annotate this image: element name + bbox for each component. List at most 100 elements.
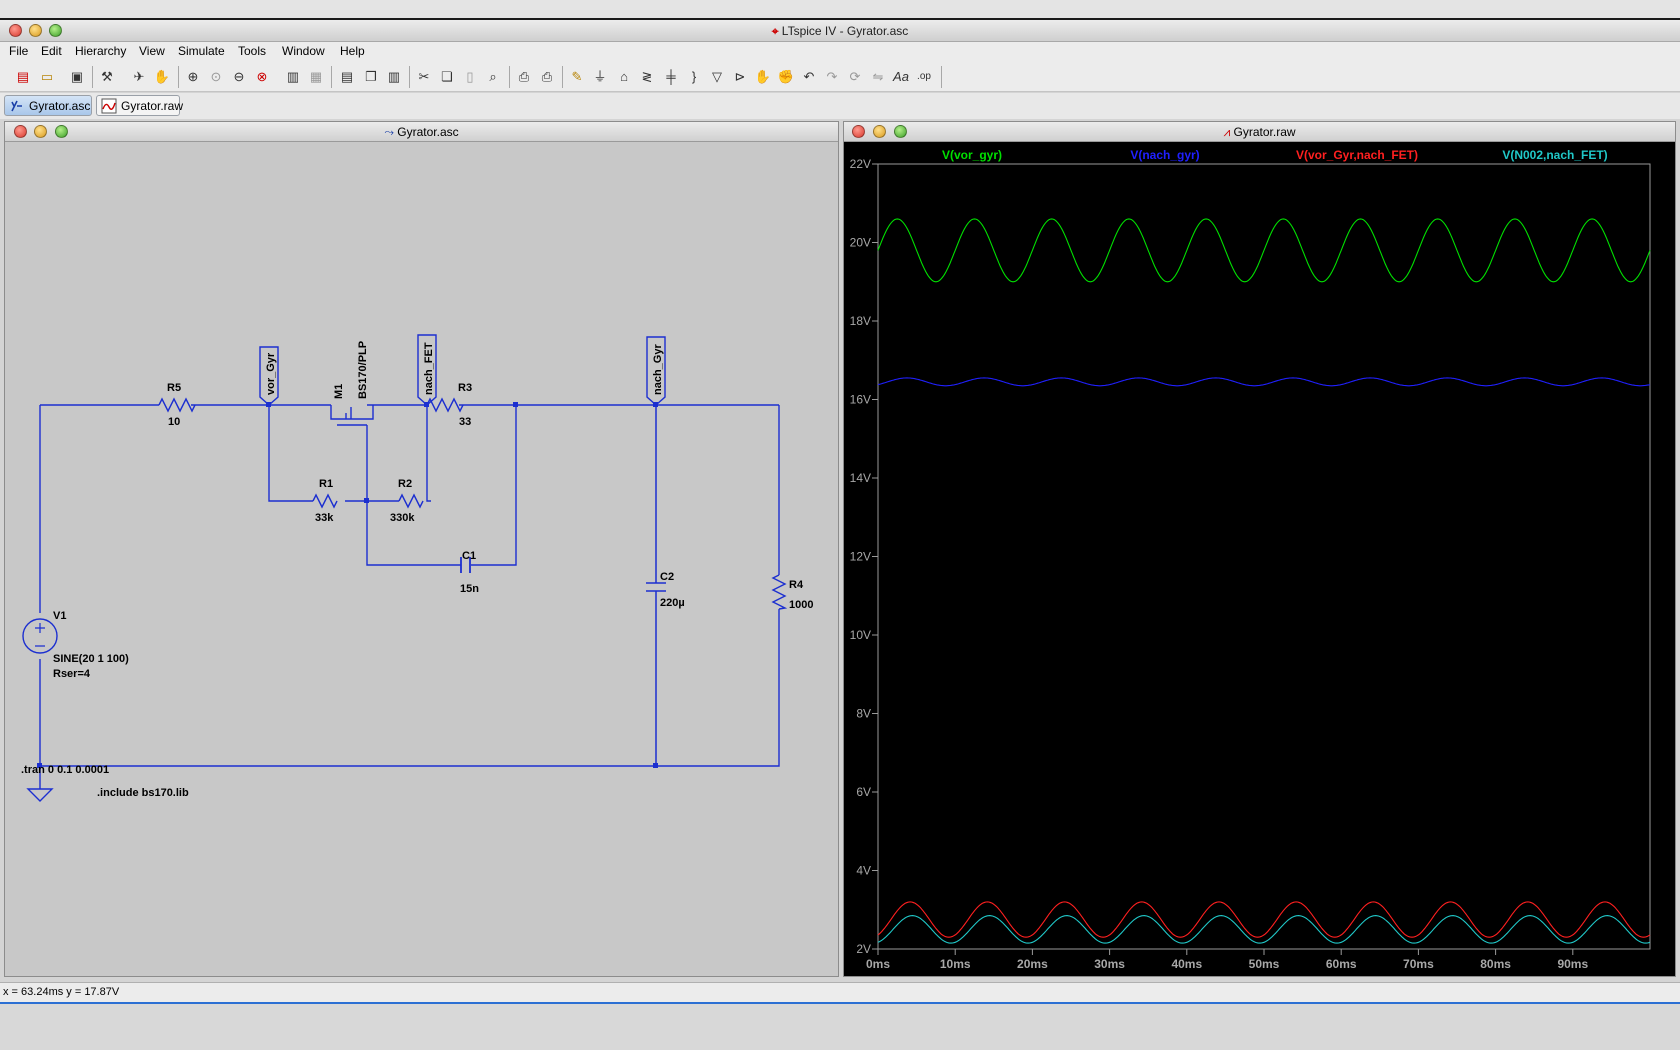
y-tick-label: 2V [856, 942, 871, 956]
redo-icon[interactable]: ↷ [826, 69, 838, 84]
print-setup-icon[interactable]: ⎙ [518, 69, 530, 84]
paste-icon[interactable]: ▯ [466, 69, 474, 84]
drag-icon[interactable]: ✊ [777, 69, 795, 84]
tile-vertical-icon[interactable]: ▥ [387, 69, 401, 84]
capacitor-icon[interactable]: ╪ [666, 69, 676, 84]
tran-directive[interactable]: .tran 0 0.1 0.0001 [21, 764, 109, 776]
net-flag-nach-fet[interactable] [417, 334, 437, 406]
draw-wire-icon[interactable]: ✎ [571, 69, 583, 84]
menu-view[interactable]: View [139, 44, 165, 58]
zoom-fit-icon[interactable]: ⊗ [256, 69, 268, 84]
resistor-icon[interactable]: ≷ [641, 69, 653, 84]
resistor-r2-symbol[interactable] [367, 405, 431, 509]
x-tick-label: 90ms [1557, 957, 1588, 971]
print-icon[interactable]: ⎙ [541, 69, 553, 84]
resistor-r4-symbol[interactable] [771, 574, 788, 610]
menu-help[interactable]: Help [340, 44, 365, 58]
grid-icon[interactable]: ▦ [309, 69, 323, 84]
resistor-r5-symbol[interactable] [158, 397, 196, 413]
component-icon[interactable]: ⊳ [734, 69, 746, 84]
toolbar-separator [409, 66, 410, 88]
copy-icon[interactable]: ❏ [441, 69, 453, 84]
capacitor-c1-symbol[interactable] [460, 557, 471, 573]
net-flag-vor-gyr[interactable] [259, 346, 279, 406]
zoom-in-icon[interactable]: ⊕ [187, 69, 199, 84]
menu-tools[interactable]: Tools [238, 44, 267, 58]
schematic-canvas[interactable]: R5 10 R3 33 R1 33k R2 330k C1 15n C2 220… [7, 144, 837, 976]
close-window-button[interactable] [9, 24, 22, 37]
series-line [877, 377, 1651, 387]
rotate-icon[interactable]: ⟳ [849, 69, 861, 84]
y-tick-label: 4V [856, 864, 871, 878]
menu-hierarchy[interactable]: Hierarchy [75, 44, 127, 58]
menu-edit[interactable]: Edit [41, 44, 62, 58]
toolbar-separator [331, 66, 332, 88]
mosfet-m1-symbol[interactable] [330, 405, 374, 501]
pan-icon[interactable]: ⊙ [210, 69, 222, 84]
schematic-icon [11, 100, 22, 112]
voltage-source-v1-symbol[interactable] [22, 618, 58, 654]
c1-name: C1 [462, 550, 476, 562]
plot-close-button[interactable] [852, 125, 865, 138]
new-schematic-icon[interactable]: ▤ [16, 69, 30, 84]
v1-value: SINE(20 1 100) [53, 653, 129, 665]
y-tick-label: 16V [850, 393, 871, 407]
schematic-zoom-button[interactable] [55, 125, 68, 138]
x-tick-label: 70ms [1403, 957, 1434, 971]
capacitor-c2-symbol[interactable] [646, 405, 666, 766]
y-tick-label: 22V [850, 157, 871, 171]
tab-gyrator-asc[interactable]: Gyrator.asc [4, 95, 92, 116]
menu-simulate[interactable]: Simulate [178, 44, 225, 58]
spice-directive-icon[interactable]: .op [917, 71, 931, 82]
text-icon[interactable]: Aa [893, 69, 909, 84]
net-label-nach-gyr: nach_Gyr [652, 344, 664, 395]
inductor-icon[interactable]: } [691, 69, 697, 84]
save-icon[interactable]: ▣ [70, 69, 84, 84]
r1-name: R1 [319, 478, 333, 490]
menu-file[interactable]: File [9, 44, 29, 58]
open-icon[interactable]: ▭ [40, 69, 54, 84]
schematic-minimize-button[interactable] [34, 125, 47, 138]
menu-window[interactable]: Window [282, 44, 325, 58]
zoom-out-icon[interactable]: ⊖ [233, 69, 245, 84]
x-tick-label: 50ms [1249, 957, 1280, 971]
minimize-window-button[interactable] [29, 24, 42, 37]
m1-name: M1 [333, 384, 345, 399]
move-icon[interactable]: ✋ [754, 69, 772, 84]
find-icon[interactable]: ⌕ [489, 69, 497, 84]
label-net-icon[interactable]: ⌂ [620, 69, 628, 84]
tab-label: Gyrator.raw [121, 99, 184, 113]
plot-minimize-button[interactable] [873, 125, 886, 138]
resistor-r1-symbol[interactable] [312, 493, 338, 509]
cut-icon[interactable]: ✂ [418, 69, 430, 84]
ground-symbol[interactable] [26, 766, 54, 802]
control-panel-icon[interactable]: ⚒ [101, 69, 113, 84]
zoom-window-button[interactable] [49, 24, 62, 37]
autorange-icon[interactable]: ▥ [286, 69, 300, 84]
tile-horizontal-icon[interactable]: ▤ [340, 69, 354, 84]
r5-name: R5 [167, 382, 181, 394]
wire-left-bottom[interactable] [39, 405, 780, 767]
x-tick-label: 0ms [866, 957, 890, 971]
undo-icon[interactable]: ↶ [803, 69, 815, 84]
halt-icon[interactable]: ✋ [153, 69, 171, 84]
x-tick-label: 20ms [1017, 957, 1048, 971]
net-flag-nach-gyr[interactable] [646, 336, 666, 406]
diode-icon[interactable]: ▽ [712, 69, 722, 84]
include-directive[interactable]: .include bs170.lib [97, 787, 189, 799]
menubar: File Edit Hierarchy View Simulate Tools … [0, 42, 1680, 62]
net-label-vor-gyr: vor_Gyr [265, 352, 277, 395]
wire-mosfet-network[interactable] [268, 405, 517, 566]
tab-gyrator-raw[interactable]: Gyrator.raw [96, 95, 184, 116]
cascade-icon[interactable]: ❐ [365, 69, 377, 84]
mirror-icon[interactable]: ⇋ [872, 69, 884, 84]
app-title: ⌖ LTspice IV - Gyrator.asc [0, 24, 1680, 39]
plot-zoom-button[interactable] [894, 125, 907, 138]
ground-icon[interactable]: ⏚ [593, 69, 607, 84]
run-icon[interactable]: ✈ [133, 69, 145, 84]
junction-dots [37, 402, 658, 768]
v1-name: V1 [53, 610, 66, 622]
y-tick-label: 6V [856, 785, 871, 799]
schematic-close-button[interactable] [14, 125, 27, 138]
